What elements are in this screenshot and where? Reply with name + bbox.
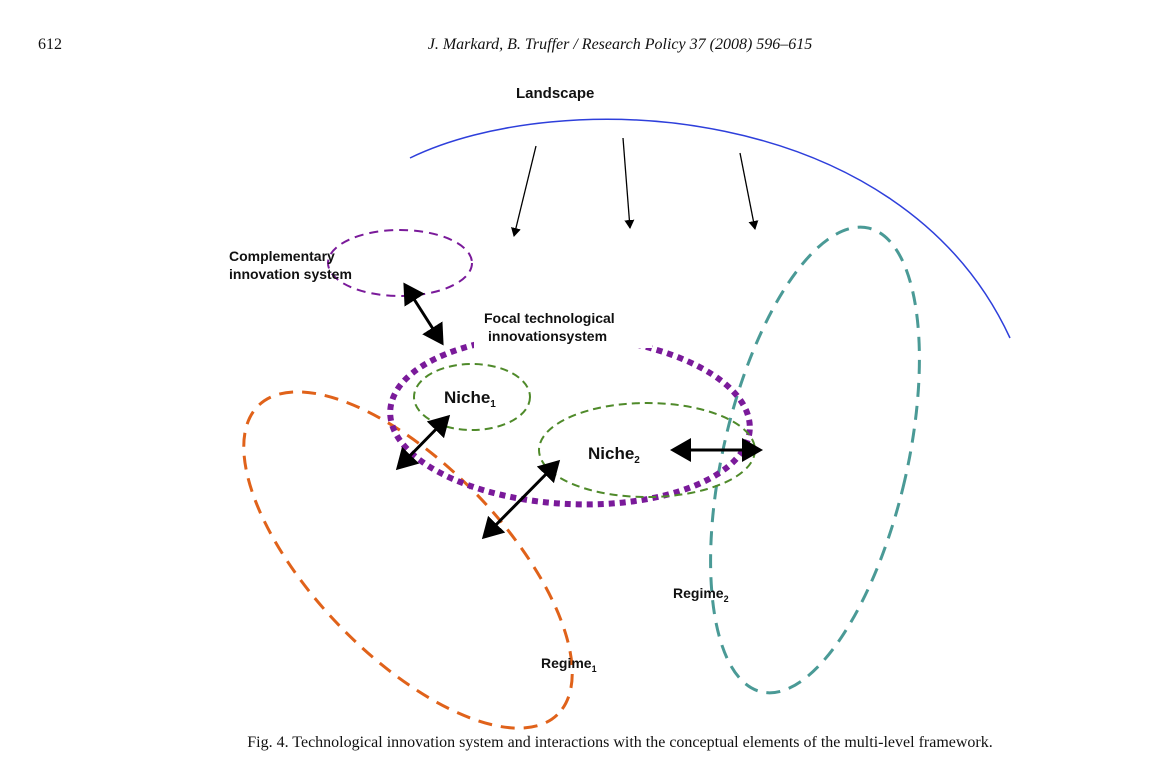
arrow-niche2-regime1: [481, 459, 561, 540]
landscape-arrow-1: [511, 145, 537, 237]
complementary-ellipse: [327, 229, 473, 297]
figure-caption: Fig. 4. Technological innovation system …: [247, 734, 993, 751]
label-complementary-2: innovation system: [229, 266, 352, 282]
label-niche1: Niche1: [444, 388, 496, 410]
landscape-arrow-3: [739, 152, 759, 230]
landscape-arc: [409, 118, 1011, 339]
label-focal-1: Focal technological: [484, 310, 615, 326]
niche1-ellipse: [413, 363, 531, 431]
page-number: 612: [38, 36, 62, 53]
label-regime1: Regime1: [541, 655, 597, 674]
regime2-ellipse: [709, 225, 921, 695]
arrow-complementary-focal: [403, 282, 444, 346]
label-landscape: Landscape: [516, 85, 594, 102]
regime1-ellipse: [242, 390, 574, 730]
focal-tis-ellipse: [387, 332, 753, 508]
label-niche2: Niche2: [588, 444, 640, 466]
arrow-niche1-regime1: [395, 414, 451, 471]
landscape-arrow-2: [622, 137, 635, 229]
running-title: J. Markard, B. Truffer / Research Policy…: [427, 36, 813, 53]
label-complementary-1: Complementary: [229, 248, 335, 264]
label-focal-2: innovationsystem: [488, 328, 607, 344]
label-regime2: Regime2: [673, 585, 729, 604]
